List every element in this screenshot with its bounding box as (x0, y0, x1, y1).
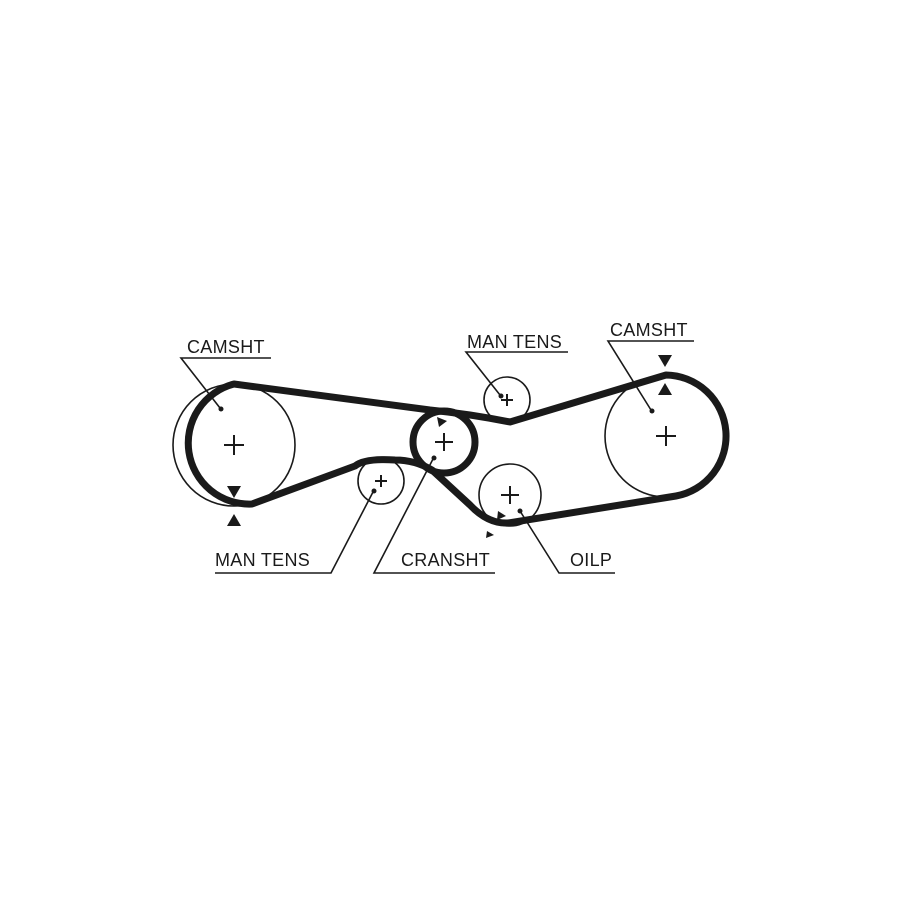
camshaft-right-leader (606, 340, 694, 414)
tensioner-top-leader (464, 351, 568, 399)
camshaft-right-timing-mark-icon (658, 355, 672, 395)
oil-pump-leader (517, 508, 615, 574)
tensioner-bottom-leader (215, 488, 377, 574)
camshaft-left-timing-mark-icon (227, 486, 241, 526)
tensioner-bottom-center-icon (375, 475, 387, 487)
crankshaft-pulley (409, 407, 479, 477)
camshaft-left-center-icon (224, 435, 244, 455)
crankshaft-leader (372, 455, 495, 574)
crankshaft-label: CRANSHT (401, 550, 490, 570)
oil-pump-timing-mark-icon (497, 511, 506, 520)
oil-pump-label: OILP (570, 550, 612, 570)
tensioner-top-label: MAN TENS (467, 332, 562, 352)
oil-pump-center-icon (501, 486, 519, 504)
camshaft-left-leader (179, 357, 271, 412)
camshaft-right-label: CAMSHT (610, 320, 688, 340)
camshaft-right-center-icon (656, 426, 676, 446)
belt-timing-mark-icon (486, 531, 494, 538)
camshaft-left-label: CAMSHT (187, 337, 265, 357)
tensioner-bottom-label: MAN TENS (215, 550, 310, 570)
timing-belt (184, 371, 730, 527)
tensioner-top-center-icon (501, 394, 513, 406)
crankshaft-center-icon (435, 433, 453, 451)
crankshaft-timing-mark-icon (437, 417, 447, 427)
